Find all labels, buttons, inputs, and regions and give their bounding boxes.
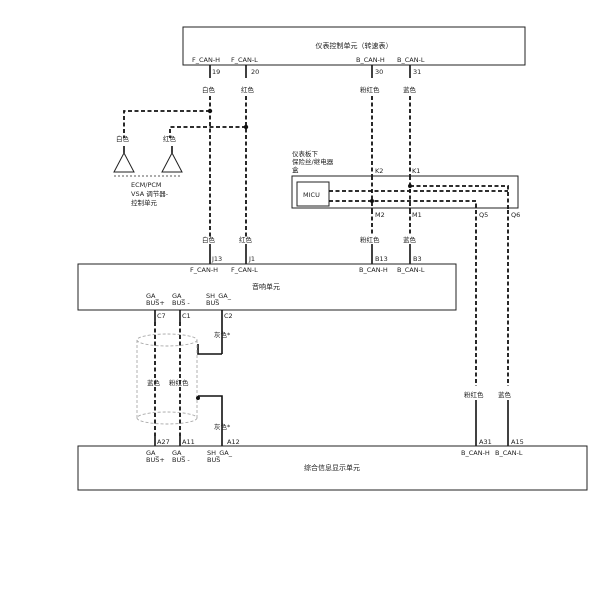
relay-wire-q6 [410, 185, 509, 210]
display-unit-box [77, 445, 588, 491]
ecm-connector-triangle-2 [161, 151, 183, 173]
audio-wire-color-blue: 蓝色 [403, 235, 417, 244]
meter-pin-name-fcanh: F_CAN-H [192, 56, 220, 64]
display-pin-a31: A31 [479, 438, 492, 446]
shield-bottom-ellipse [136, 411, 198, 425]
display-pin-a12: A12 [227, 438, 240, 446]
audio-pin-c2: C2 [224, 312, 233, 320]
audio-wire-color-white: 白色 [202, 235, 216, 244]
audio-pin-c2-name1: SH_GA_ [206, 292, 232, 300]
audio-pin-j1: J1 [248, 255, 255, 263]
meter-pin-name-fcanl: F_CAN-L [231, 56, 258, 64]
audio-unit-box [77, 263, 457, 311]
micu-box [296, 181, 330, 207]
audio-pin-c7-name2: BUS+ [146, 299, 165, 307]
shield-color-top: 灰色* [214, 330, 231, 339]
audio-wire-color-pink: 粉红色 [360, 235, 380, 244]
meter-pin-31: 31 [413, 68, 421, 76]
meter-pin-name-bcanh: B_CAN-H [356, 56, 385, 64]
audio-pin-name-fcanh: F_CAN-H [190, 266, 218, 274]
audio-pin-c1-name2: BUS - [172, 299, 190, 307]
display-pin-a27: A27 [157, 438, 170, 446]
display-pin-a12-name2: BUS [207, 456, 220, 464]
meter-pin-19: 19 [212, 68, 220, 76]
relay-pin-q6: Q6 [511, 211, 520, 219]
relay-box-title-1: 仪表板下 [292, 149, 319, 158]
relay-pin-m1: M1 [412, 211, 422, 219]
audio-pin-name-fcanl: F_CAN-L [231, 266, 258, 274]
relay-pin-m2: M2 [375, 211, 385, 219]
audio-pin-c7: C7 [157, 312, 166, 320]
ecm-wire-color-red: 红色 [163, 134, 177, 143]
relay-pin-q5: Q5 [479, 211, 488, 219]
audio-pin-c2-name2: BUS [206, 299, 219, 307]
ecm-connector-triangle-1 [113, 151, 135, 173]
display-wire-color-pink: 粉红色 [464, 390, 484, 399]
ecm-wire-color-white: 白色 [116, 134, 130, 143]
audio-pin-c1-name1: GA_ [172, 292, 185, 300]
wire-ecm-fcanh [123, 110, 210, 138]
relay-box-title-2: 保险丝/继电器 [292, 157, 334, 166]
display-pin-a27-name1: GA_ [146, 449, 159, 457]
meter-unit-title: 仪表控制单元（转速表） [316, 41, 393, 50]
audio-pin-name-bcanl: B_CAN-L [397, 266, 425, 274]
shield-drain-point [196, 396, 200, 400]
meter-pin-30: 30 [375, 68, 383, 76]
shield-top-ellipse [136, 333, 198, 347]
display-pin-a12-name1: SH_GA_ [207, 449, 233, 457]
display-pin-a11-name1: GA_ [172, 449, 185, 457]
display-pin-name-bcanh: B_CAN-H [461, 449, 490, 457]
display-pin-a15: A15 [511, 438, 524, 446]
meter-wire-color-red: 红色 [241, 85, 255, 94]
relay-pin-k2: K2 [375, 167, 383, 175]
meter-wire-color-blue: 蓝色 [403, 85, 417, 94]
relay-pin-k1: K1 [412, 167, 420, 175]
meter-wire-color-white: 白色 [202, 85, 216, 94]
shield-wire-upper-hook [197, 344, 222, 355]
display-unit-title: 综合信息显示单元 [304, 463, 360, 472]
meter-pin-name-bcanl: B_CAN-L [397, 56, 425, 64]
audio-pin-c7-name1: GA_ [146, 292, 159, 300]
audio-pin-j13: J13 [211, 255, 222, 263]
ecm-label-2: VSA 调节器- [131, 189, 169, 198]
meter-control-unit-box [182, 26, 526, 66]
relay-box-title-3: 盒 [292, 165, 299, 174]
audio-pin-c1: C1 [182, 312, 191, 320]
relay-wire-q5 [329, 200, 477, 210]
display-wire-color-blue: 蓝色 [498, 390, 512, 399]
relay-box [291, 175, 519, 209]
audio-unit-title: 音响单元 [252, 282, 280, 291]
ecm-label-1: ECM/PCM [131, 181, 162, 189]
ga-wire-color-blue: 蓝色 [147, 378, 161, 387]
shield-wire-lower [198, 395, 223, 446]
display-pin-a11: A11 [182, 438, 195, 446]
display-pin-name-bcanl: B_CAN-L [495, 449, 523, 457]
audio-pin-name-bcanh: B_CAN-H [359, 266, 388, 274]
audio-pin-b13: B13 [375, 255, 388, 263]
wire-ecm-fcanl [169, 126, 246, 138]
micu-label: MICU [303, 191, 320, 199]
meter-pin-20: 20 [251, 68, 259, 76]
display-pin-a11-name2: BUS - [172, 456, 190, 464]
meter-wire-color-pink: 粉红色 [360, 85, 380, 94]
display-pin-a27-name2: BUS+ [146, 456, 165, 464]
audio-pin-b3: B3 [413, 255, 422, 263]
ecm-label-3: 控制单元 [131, 198, 158, 207]
shield-color-bottom: 灰色* [214, 422, 231, 431]
audio-wire-color-red: 红色 [239, 235, 253, 244]
ga-wire-color-pink: 粉红色 [169, 378, 189, 387]
